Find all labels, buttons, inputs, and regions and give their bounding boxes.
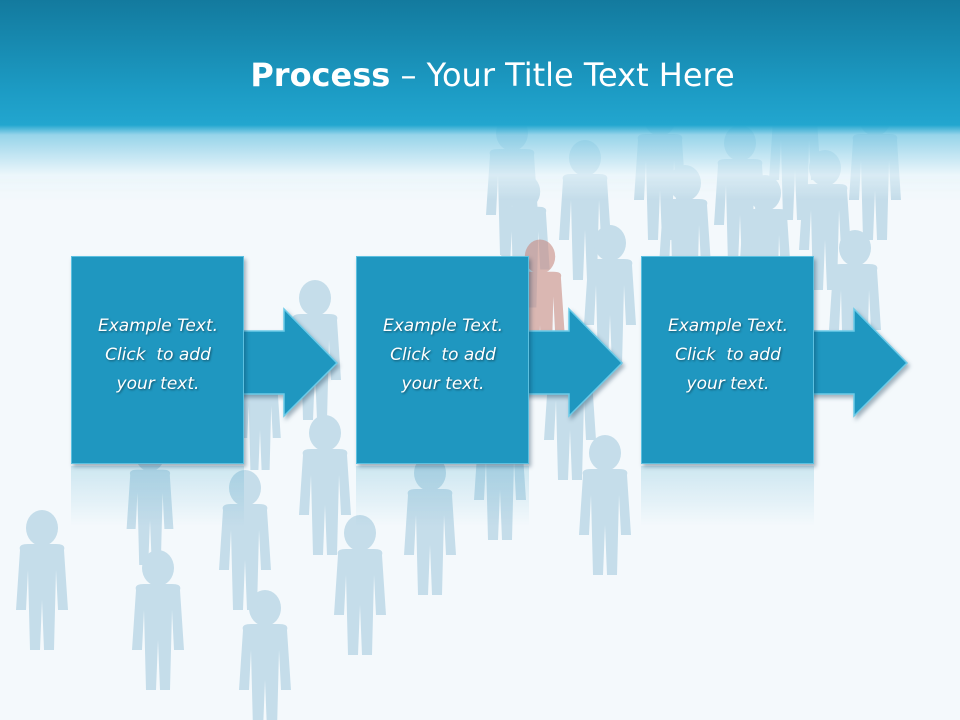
- slide-title[interactable]: Process – Your Title Text Here: [0, 52, 960, 98]
- step-2-line-3: your text.: [401, 374, 485, 394]
- process-step-1: Example Text. Click to add your text.: [71, 256, 341, 466]
- step-2-line-2: Click to add: [390, 345, 496, 365]
- step-3-line-3: your text.: [686, 374, 770, 394]
- step-1-line-2: Click to add: [105, 345, 211, 365]
- step-1-text: Example Text. Click to add your text.: [72, 312, 244, 399]
- step-3-line-1: Example Text.: [667, 316, 789, 336]
- step-3-line-2: Click to add: [675, 345, 781, 365]
- process-step-3: Example Text. Click to add your text.: [641, 256, 911, 466]
- title-separator: –: [390, 56, 427, 94]
- title-bold-word: Process: [250, 56, 391, 94]
- step-1-box[interactable]: Example Text. Click to add your text.: [71, 256, 244, 464]
- title-banner: Process – Your Title Text Here: [0, 0, 960, 200]
- process-step-2: Example Text. Click to add your text.: [356, 256, 626, 466]
- step-2-reflection: [356, 466, 626, 536]
- step-2-line-1: Example Text.: [382, 316, 504, 336]
- step-1-reflection: [71, 466, 341, 536]
- step-3-box[interactable]: Example Text. Click to add your text.: [641, 256, 814, 464]
- step-1-line-1: Example Text.: [97, 316, 219, 336]
- step-2-text: Example Text. Click to add your text.: [357, 312, 529, 399]
- step-1-line-3: your text.: [116, 374, 200, 394]
- step-3-text: Example Text. Click to add your text.: [642, 312, 814, 399]
- step-2-box[interactable]: Example Text. Click to add your text.: [356, 256, 529, 464]
- step-3-reflection: [641, 466, 911, 536]
- title-rest: Your Title Text Here: [426, 56, 735, 94]
